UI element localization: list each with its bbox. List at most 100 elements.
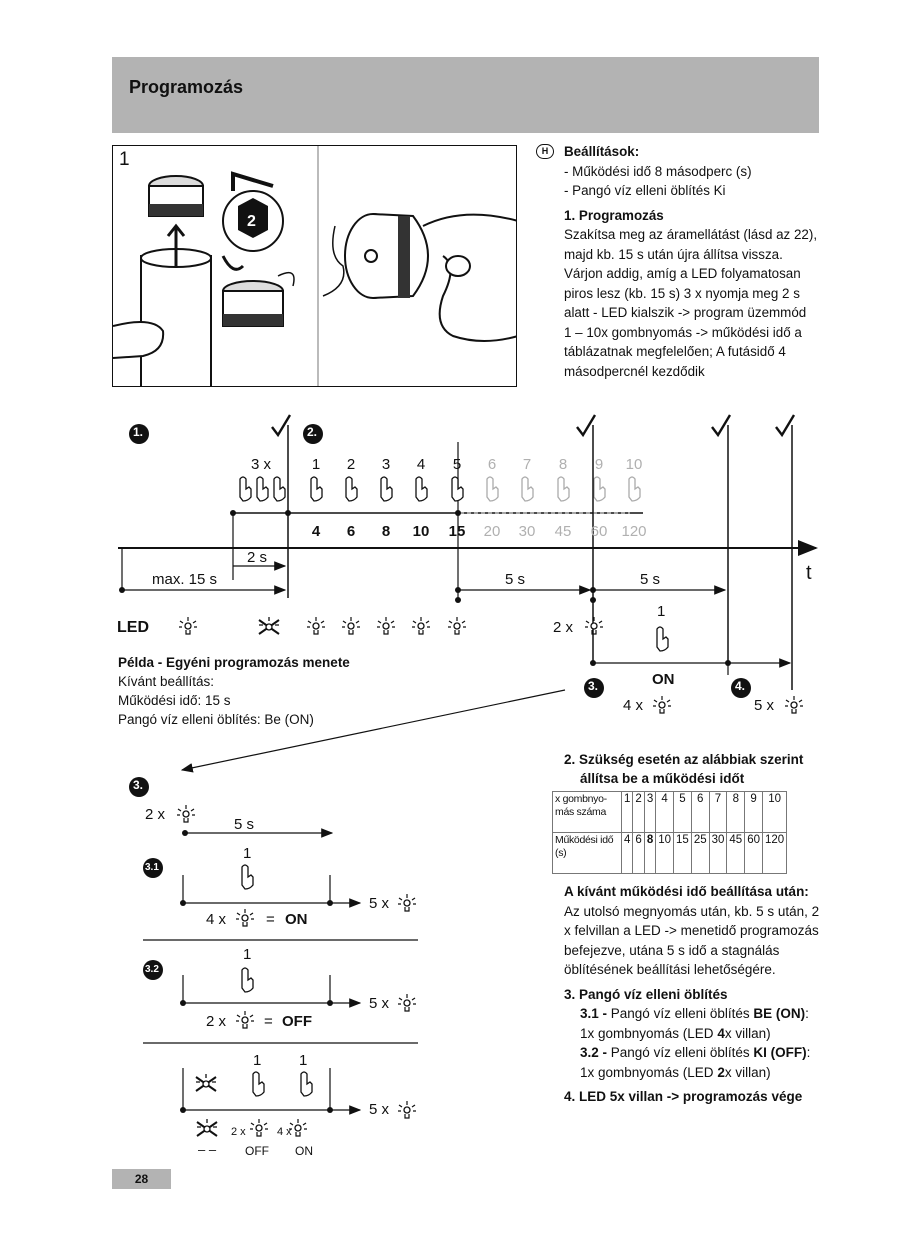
time-value: 30 (518, 523, 536, 540)
press-number: 9 (594, 456, 604, 473)
desc-part: 1x gombnyomás (LED (580, 1064, 718, 1080)
table-cell: 45 (726, 832, 746, 874)
press-icon (380, 476, 393, 502)
table-cell: 8 (643, 832, 657, 874)
table-cell: 9 (744, 791, 763, 833)
combo-off: OFF (245, 1144, 269, 1158)
settings-heading: Beállítások: (564, 144, 640, 159)
page-number: 28 (112, 1169, 171, 1189)
press-icon (486, 476, 499, 502)
section-2-heading: 2. Szükség esetén az alábbiak szerint ál… (564, 750, 824, 788)
end-line: 4. LED 5x villan -> programozás vége (564, 1089, 803, 1104)
sub-3-2-badge: 3.2 (145, 964, 159, 975)
table-cell: 25 (690, 832, 710, 874)
sub-3-2-off: OFF (282, 1013, 312, 1030)
led-icon (176, 804, 196, 823)
press-number: 3 (381, 456, 391, 473)
desc-part: x villan) (724, 1025, 771, 1041)
five-s-label-2: 5 s (640, 571, 661, 588)
programming-text: Szakítsa meg az áramellátást (lásd az 22… (564, 227, 818, 320)
flush-3-2-num: 3.2 - (580, 1045, 608, 1060)
press-icon (273, 476, 286, 502)
lower-step-3-badge: 3. (133, 778, 144, 792)
combo-5x: 5 x (369, 1101, 390, 1118)
led-off-icon (258, 616, 280, 635)
press-icon (256, 476, 269, 502)
combo-press-2: 1 (299, 1052, 308, 1069)
press-icon (656, 626, 669, 652)
table-row: Működési idő (s) 4 6 8 10 15 25 30 45 60… (552, 832, 788, 874)
step-1-badge: 1. (133, 425, 144, 439)
sub-3-2-eq: = (264, 1013, 273, 1030)
press-one-label: 1 (657, 603, 666, 620)
after-text: Az utolsó megnyomás után, kb. 5 s után, … (564, 903, 820, 978)
time-value: 15 (448, 523, 466, 540)
flush-3-1-desc: 1x gombnyomás (LED 4x villan) (564, 1024, 826, 1044)
two-s-label: 2 s (247, 549, 268, 566)
press-number: 10 (625, 456, 643, 473)
led-icon (341, 616, 361, 635)
led-icon (584, 616, 604, 635)
step-3-badge: 3. (588, 679, 599, 693)
table-cell: 2 (632, 791, 645, 833)
sub-3-1-5x: 5 x (369, 895, 390, 912)
combo-press-1: 1 (253, 1052, 262, 1069)
table-cell: 8 (726, 791, 746, 833)
table-cell: 5 (673, 791, 692, 833)
table-cell: 15 (673, 832, 692, 874)
led-icon (784, 695, 804, 714)
time-value: 8 (381, 523, 391, 540)
table-row-label: Működési idő (s) (552, 832, 622, 874)
flush-3-1: 3.1 - Pangó víz elleni öblítés BE (ON): (580, 1006, 809, 1021)
led-label: LED (117, 619, 149, 636)
example-title: Példa - Egyéni programozás menete (118, 655, 350, 670)
time-value: 20 (483, 523, 501, 540)
on-label: ON (652, 671, 675, 688)
combo-small-2x: 2 x (231, 1126, 246, 1138)
press-number: 5 (452, 456, 462, 473)
led-off-icon (195, 1073, 217, 1092)
step-2-badge: 2. (307, 425, 318, 439)
section-2-line-2: állítsa be a működési időt (580, 771, 745, 786)
flush-heading: 3. Pangó víz elleni öblítés (564, 986, 728, 1002)
led-icon (376, 616, 396, 635)
step-badge: 2 (247, 213, 256, 230)
example-line-1: Kívánt beállítás: (118, 674, 215, 689)
sub-3-1-press: 1 (243, 845, 252, 862)
press-icon (415, 476, 428, 502)
max-15s-label: max. 15 s (152, 571, 218, 588)
table-cell: 4 (655, 791, 675, 833)
after-setting-block: A kívánt működési idő beállítása után: A… (564, 882, 826, 1107)
press-icon (300, 1071, 313, 1097)
example-line-3: Pangó víz elleni öblítés: Be (ON) (118, 712, 314, 727)
table-row-label: x gombnyo-más száma (552, 791, 622, 833)
sub-3-2-2x: 2 x (206, 1013, 227, 1030)
installation-illustration: 1 2 (112, 145, 517, 387)
desc-part: x villan) (724, 1064, 771, 1080)
sub-3-1-badge: 3.1 (145, 862, 159, 873)
time-value: 4 (311, 523, 321, 540)
time-value: 6 (346, 523, 356, 540)
time-value: 45 (554, 523, 572, 540)
flush-3-2-desc: 1x gombnyomás (LED 2x villan) (564, 1063, 826, 1083)
installation-drawing: 2 (113, 171, 516, 386)
led-icon (178, 616, 198, 635)
led-icon (397, 993, 417, 1012)
led-off-icon (196, 1118, 218, 1137)
settings-block: Beállítások: - Működési idő 8 másodperc … (564, 142, 820, 381)
led-icon (411, 616, 431, 635)
press-number: 2 (346, 456, 356, 473)
sub-3-2-5x: 5 x (369, 995, 390, 1012)
press-icon (521, 476, 534, 502)
table-cell: 10 (655, 832, 675, 874)
time-value: 60 (590, 523, 608, 540)
press-icon (252, 1071, 265, 1097)
settings-line-1: - Működési idő 8 másodperc (s) (564, 163, 752, 179)
led-icon (249, 1118, 269, 1137)
sub-3-1-eq: = (266, 911, 275, 928)
flush-3-2-text: Pangó víz elleni öblítés (610, 1045, 750, 1060)
press-number: 7 (522, 456, 532, 473)
language-badge: H (536, 144, 554, 159)
led-icon (306, 616, 326, 635)
desc-count: 2 (717, 1064, 725, 1080)
